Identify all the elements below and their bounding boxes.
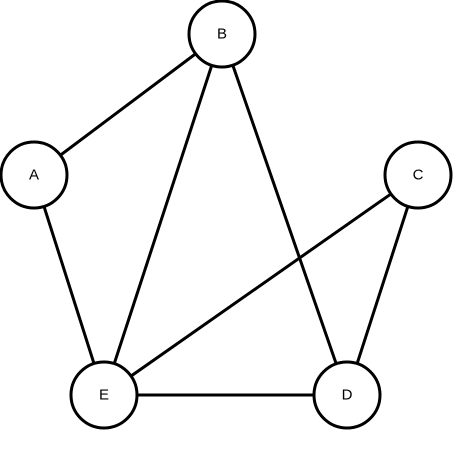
node-label: A xyxy=(29,167,39,184)
node-b: B xyxy=(187,0,257,69)
node-label: D xyxy=(342,387,353,404)
node-a: A xyxy=(0,140,69,210)
nodes: A B C D E xyxy=(0,0,453,430)
node-label: E xyxy=(99,387,109,404)
edge-a-b xyxy=(32,32,224,177)
node-circle xyxy=(0,140,69,210)
node-circle xyxy=(187,0,257,69)
node-label: B xyxy=(217,26,227,43)
edge-b-e xyxy=(102,32,224,397)
edge-a-e xyxy=(32,173,106,397)
node-circle xyxy=(69,360,139,430)
edge-c-e xyxy=(102,173,420,397)
node-d: D xyxy=(312,360,382,430)
node-c: C xyxy=(383,140,453,210)
node-e: E xyxy=(69,360,139,430)
edges xyxy=(32,32,420,397)
edge-b-d xyxy=(220,32,349,397)
node-label: C xyxy=(413,167,424,184)
node-circle xyxy=(383,140,453,210)
edge-c-d xyxy=(345,173,420,397)
node-circle xyxy=(312,360,382,430)
